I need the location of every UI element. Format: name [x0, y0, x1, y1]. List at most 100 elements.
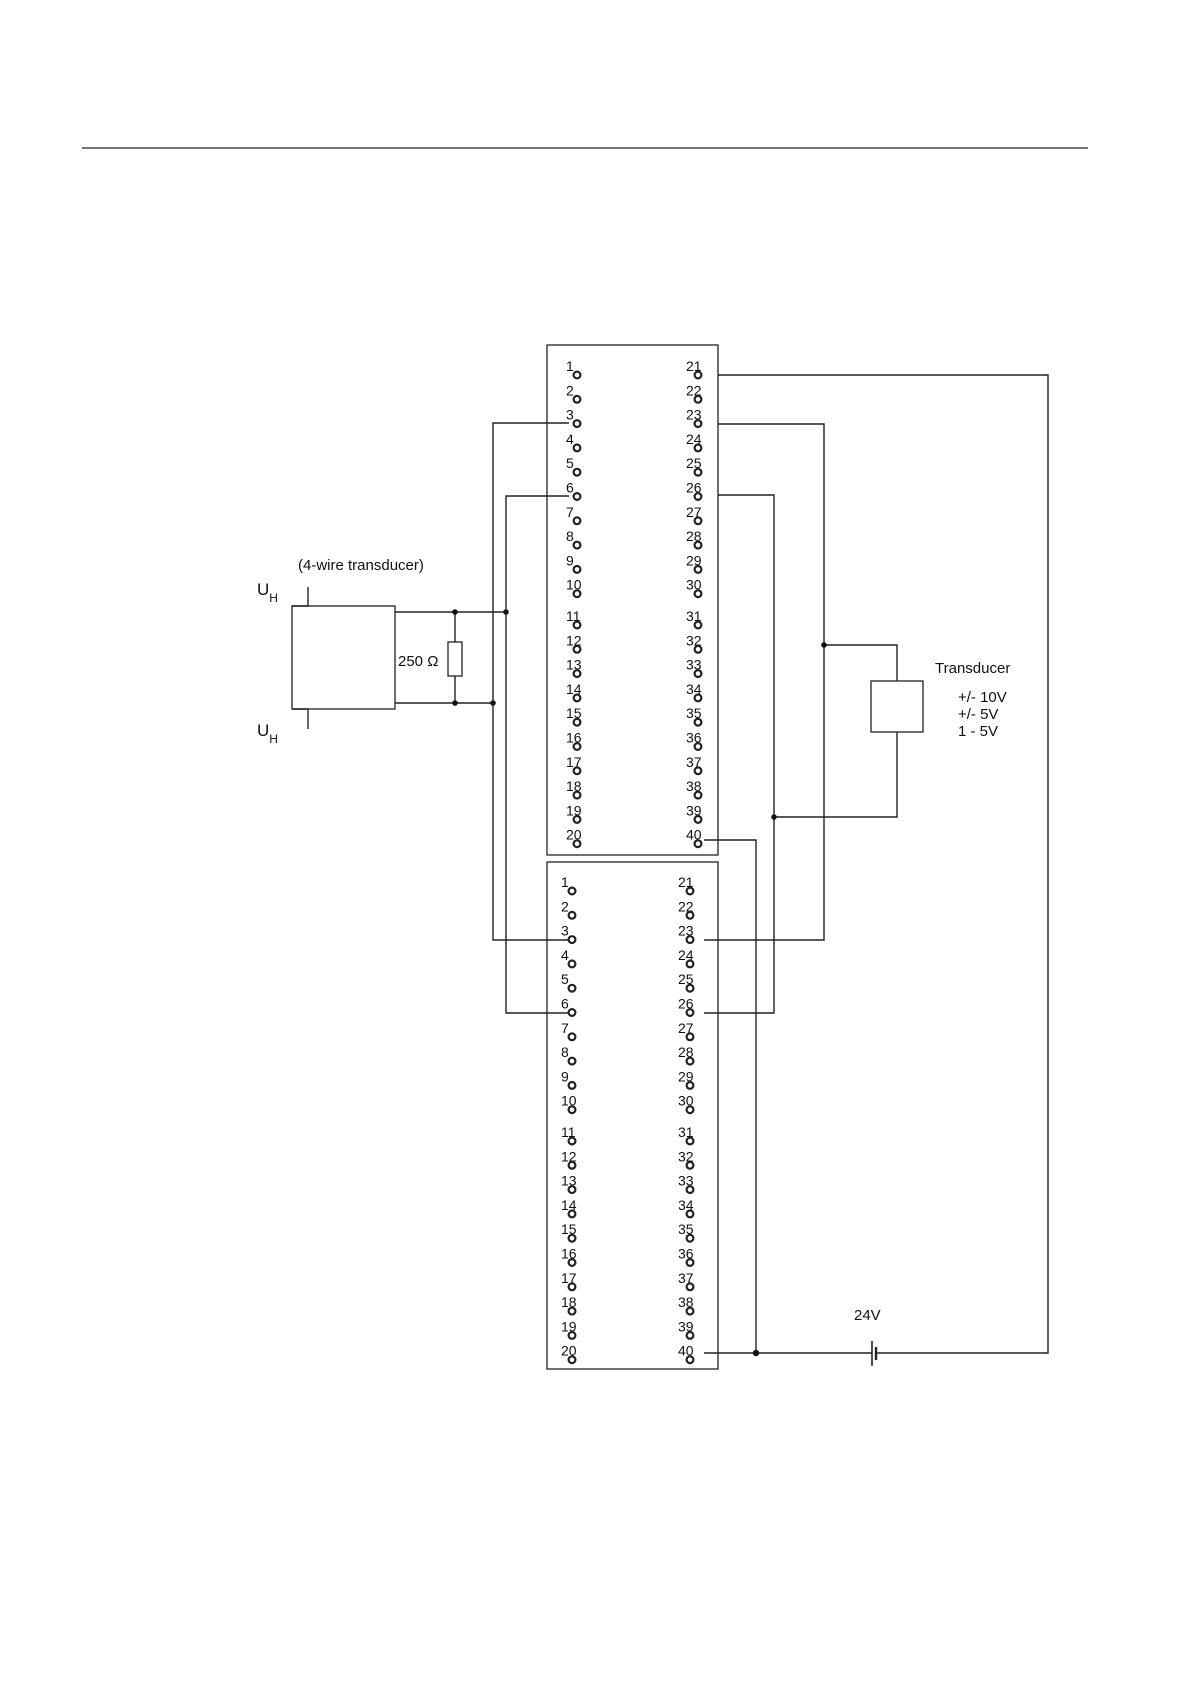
upper-left-pin-label: 8: [566, 528, 574, 544]
upper-left-pin-terminal: [574, 719, 581, 726]
range-label: +/- 10V: [958, 689, 1007, 706]
upper-right-pin-terminal: [695, 816, 702, 823]
lower-left-pin-label: 6: [561, 996, 569, 1012]
junction-dot: [821, 642, 827, 648]
junction-dot: [753, 1350, 759, 1356]
lower-left-pin-label: 8: [561, 1044, 569, 1060]
lower-right-pin-terminal: [687, 912, 694, 919]
lower-right-pin-terminal: [687, 1308, 694, 1315]
upper-left-pin-terminal: [574, 767, 581, 774]
upper-left-pin-terminal: [574, 816, 581, 823]
upper-left-pin-terminal: [574, 493, 581, 500]
upper-right-pin-terminal: [695, 542, 702, 549]
lower-right-pin-terminal: [687, 1283, 694, 1290]
junction-dot: [771, 814, 777, 820]
lower-left-pin-terminal: [569, 1235, 576, 1242]
lower-right-pin-terminal: [687, 888, 694, 895]
range-label: 1 - 5V: [958, 723, 998, 740]
upper-left-pin-label: 1: [566, 358, 574, 374]
upper-left-pin-label: 9: [566, 552, 574, 568]
lower-left-pin-label: 9: [561, 1068, 569, 1084]
upper-left-pin-terminal: [574, 670, 581, 677]
upper-left-pin-terminal: [574, 396, 581, 403]
lower-left-pin-terminal: [569, 1356, 576, 1363]
upper-right-pin-terminal: [695, 670, 702, 677]
lower-left-pin-terminal: [569, 1009, 576, 1016]
upper-right-pin-terminal: [695, 840, 702, 847]
lower-left-pin-label: 1: [561, 874, 569, 890]
upper-right-pin-terminal: [695, 372, 702, 379]
upper-left-pin-label: 5: [566, 455, 574, 471]
upper-left-pin-label: 6: [566, 480, 574, 496]
junction-dot: [452, 700, 458, 706]
transducer-bottom-wire: [774, 732, 897, 817]
lower-left-pin-terminal: [569, 1259, 576, 1266]
upper-left-pin-terminal: [574, 420, 581, 427]
lower-right-pin-terminal: [687, 1332, 694, 1339]
lower-right-pin-terminal: [687, 985, 694, 992]
lower-left-pin-label: 4: [561, 947, 569, 963]
upper-left-pin-label: 3: [566, 407, 574, 423]
lower-right-pin-terminal: [687, 1162, 694, 1169]
lower-left-pin-terminal: [569, 1186, 576, 1193]
lower-left-pin-terminal: [569, 1058, 576, 1065]
lower-left-pin-label: 3: [561, 923, 569, 939]
lower-right-pin-terminal: [687, 1082, 694, 1089]
shunt-resistor: [448, 642, 462, 676]
lower-left-pin-terminal: [569, 1211, 576, 1218]
upper-right-pin-terminal: [695, 646, 702, 653]
lower-right-pin-terminal: [687, 1009, 694, 1016]
upper-left-pin-terminal: [574, 566, 581, 573]
upper-left-pin-terminal: [574, 372, 581, 379]
lower-right-pin-terminal: [687, 1235, 694, 1242]
lower-left-pin-terminal: [569, 888, 576, 895]
lower-left-pin-terminal: [569, 1283, 576, 1290]
upper-left-pin-label: 4: [566, 431, 574, 447]
lower-left-pin-terminal: [569, 936, 576, 943]
lower-right-pin-terminal: [687, 961, 694, 968]
lower-right-pin-terminal: [687, 1186, 694, 1193]
range-label: +/- 5V: [958, 706, 998, 723]
upper-left-pin-terminal: [574, 792, 581, 799]
lower-right-pin-terminal: [687, 1259, 694, 1266]
upper-left-pin-terminal: [574, 517, 581, 524]
upper-left-pin-terminal: [574, 840, 581, 847]
upper-right-pin-terminal: [695, 792, 702, 799]
four-wire-transducer-label: (4-wire transducer): [298, 557, 424, 574]
voltage-transducer-box: [871, 681, 923, 732]
wire-pin21-supply: [718, 375, 1048, 1353]
lower-left-pin-terminal: [569, 1162, 576, 1169]
upper-right-pin-terminal: [695, 493, 702, 500]
lower-left-pin-terminal: [569, 1082, 576, 1089]
upper-right-pin-terminal: [695, 719, 702, 726]
lower-left-pin-terminal: [569, 1106, 576, 1113]
upper-left-pin-terminal: [574, 695, 581, 702]
upper-right-pin-terminal: [695, 396, 702, 403]
lower-left-pin-terminal: [569, 1332, 576, 1339]
lower-left-pin-label: 5: [561, 971, 569, 987]
lower-right-pin-terminal: [687, 1033, 694, 1040]
lower-left-pin-terminal: [569, 985, 576, 992]
shunt-resistor-label: 250 Ω: [398, 653, 438, 670]
uh-bottom-lead: [292, 709, 308, 729]
upper-left-pin-terminal: [574, 542, 581, 549]
lower-left-pin-label: 7: [561, 1020, 569, 1036]
lower-right-pin-terminal: [687, 1106, 694, 1113]
uh-top-label: UH: [257, 580, 278, 605]
upper-right-pin-terminal: [695, 622, 702, 629]
upper-right-pin-terminal: [695, 743, 702, 750]
lower-right-pin-terminal: [687, 936, 694, 943]
lower-left-pin-label: 2: [561, 898, 569, 914]
upper-left-pin-terminal: [574, 445, 581, 452]
upper-right-pin-terminal: [695, 566, 702, 573]
upper-left-pin-terminal: [574, 622, 581, 629]
upper-right-pin-terminal: [695, 420, 702, 427]
upper-left-pin-terminal: [574, 469, 581, 476]
lower-left-pin-terminal: [569, 1033, 576, 1040]
upper-right-pin-terminal: [695, 590, 702, 597]
lower-left-pin-terminal: [569, 1308, 576, 1315]
upper-left-pin-terminal: [574, 646, 581, 653]
lower-right-pin-terminal: [687, 1138, 694, 1145]
upper-left-pin-terminal: [574, 743, 581, 750]
transducer-label: Transducer: [935, 660, 1010, 677]
